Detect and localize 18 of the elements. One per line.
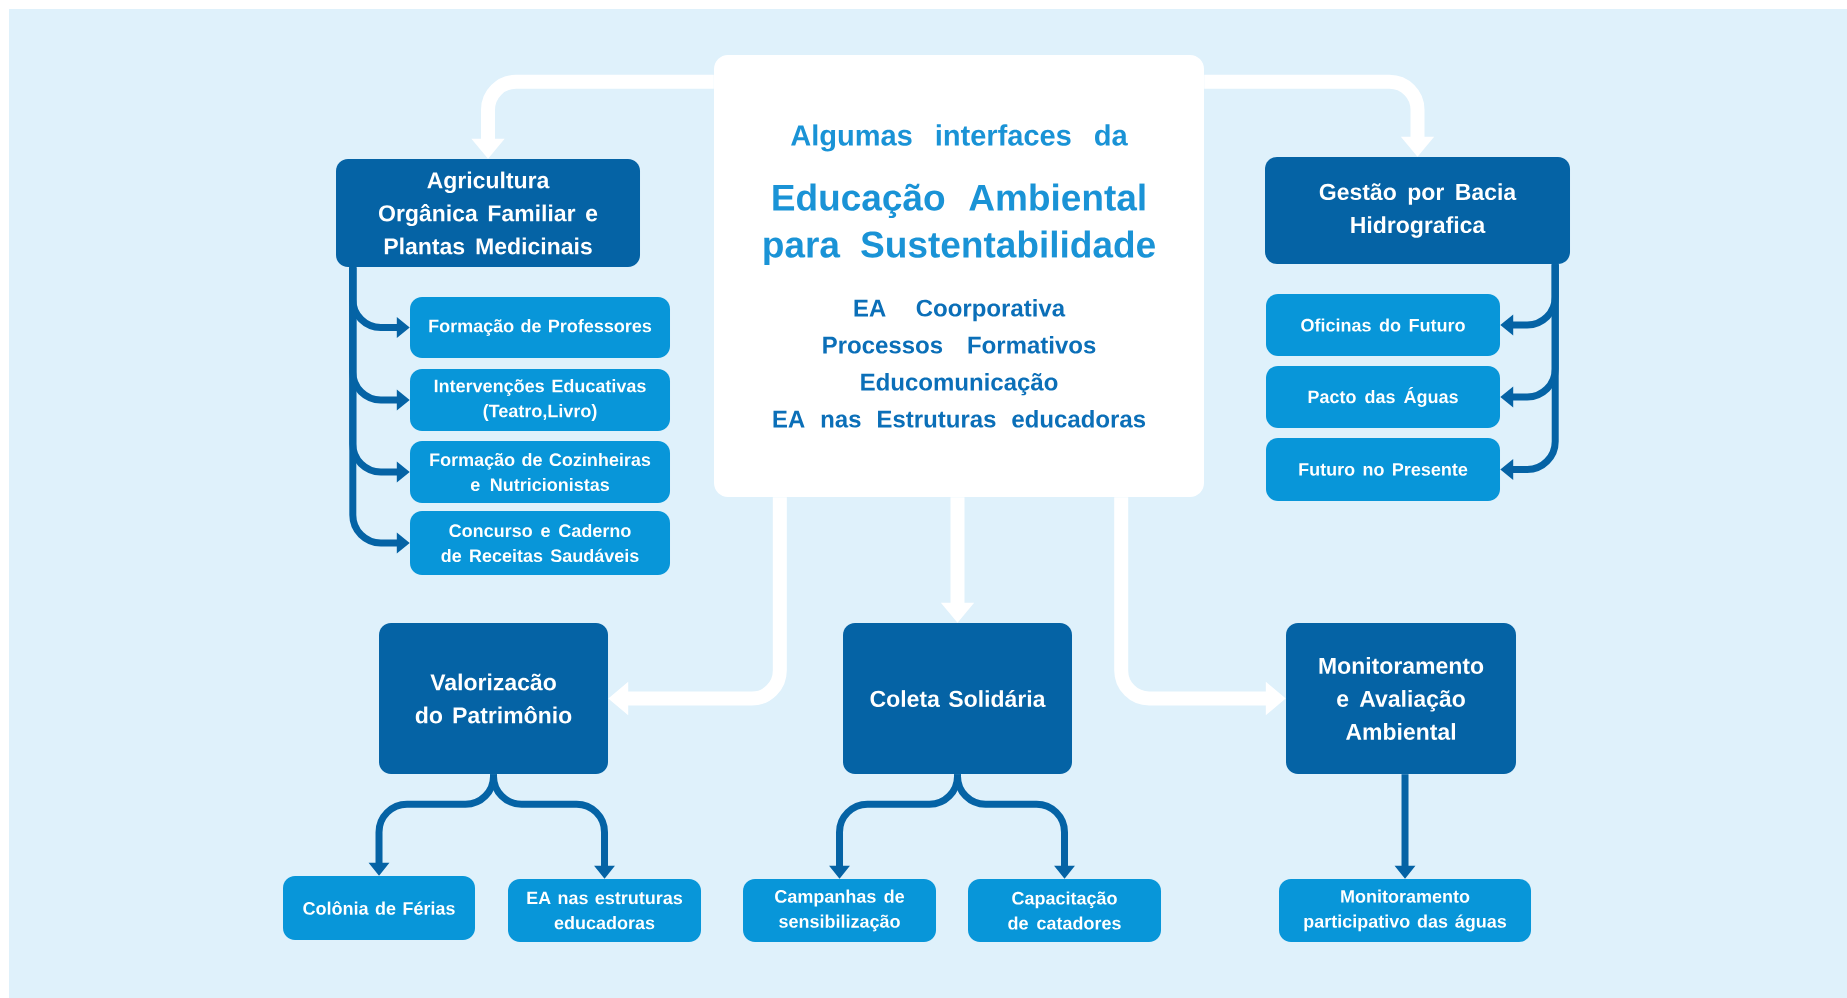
- activity-box: Intervenções Educativas (Teatro,Livro): [410, 369, 670, 431]
- activity-box: Campanhas de sensibilização: [743, 879, 936, 942]
- topic-box: Valorizacão do Patrimônio: [379, 623, 608, 774]
- activity-box: Oficinas do Futuro: [1266, 294, 1500, 356]
- activity-box: Futuro no Presente: [1266, 438, 1500, 501]
- topic-box: Monitoramento e Avaliação Ambiental: [1286, 623, 1516, 774]
- activity-box: Capacitação de catadores: [968, 879, 1161, 942]
- activity-box: Formação de Professores: [410, 297, 670, 358]
- activity-box: Formação de Cozinheiras e Nutricionistas: [410, 441, 670, 503]
- activity-box: EA nas estruturas educadoras: [508, 879, 701, 942]
- activity-box: Pacto das Águas: [1266, 366, 1500, 428]
- topic-box: Agricultura Orgânica Familiar e Plantas Medicinais: [336, 159, 640, 267]
- topic-box: Coleta Solidária: [843, 623, 1072, 774]
- activity-box: Colônia de Férias: [283, 876, 475, 940]
- title-box: Algumas interfaces da Educação Ambiental para Sustentabilidade EA Coorporativa Processos Formativos Educomunicação EA nas Estruturas educadoras: [714, 55, 1204, 497]
- topic-box: Gestão por Bacia Hidrografica: [1265, 157, 1570, 264]
- activity-box: Monitoramento participativo das águas: [1279, 879, 1531, 942]
- activity-box: Concurso e Caderno de Receitas Saudáveis: [410, 511, 670, 575]
